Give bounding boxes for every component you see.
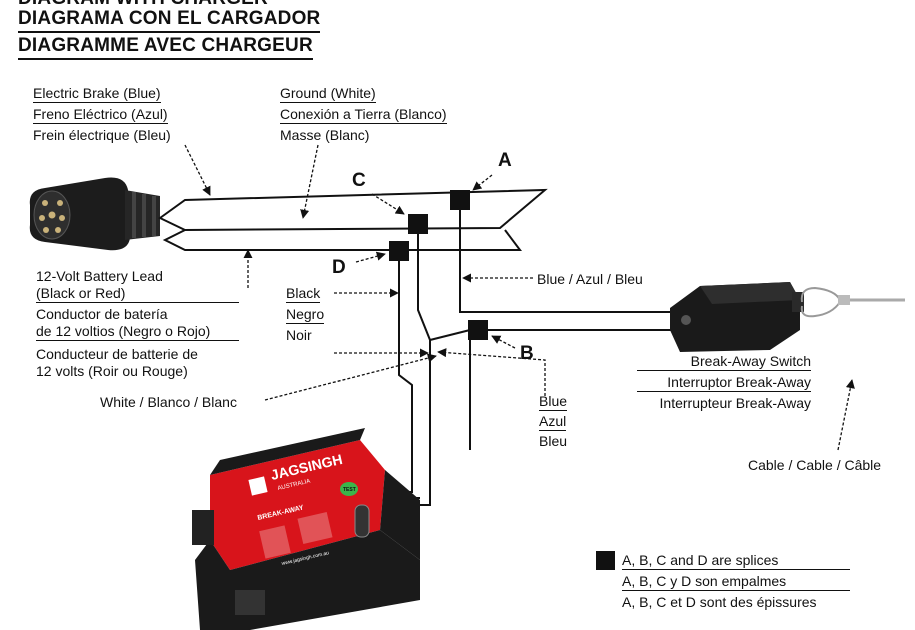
- label-battery-fr-1: Conducteur de batterie de: [36, 346, 198, 362]
- trailer-plug: [29, 177, 160, 251]
- splice-c: [408, 214, 428, 234]
- label-ground-en: Ground (White): [280, 85, 376, 103]
- splice-a: [450, 190, 470, 210]
- label-white: White / Blanco / Blanc: [100, 394, 237, 410]
- label-cable: Cable / Cable / Câble: [748, 457, 882, 473]
- leader-lines: [184, 144, 855, 451]
- title-english: DIAGRAM WITH CHARGER: [18, 0, 268, 10]
- splice-label-c: C: [352, 170, 366, 191]
- splice-b: [468, 320, 488, 340]
- splice-label-a: A: [498, 150, 512, 171]
- break-away-switch: [670, 282, 905, 352]
- title-french: DIAGRAMME AVEC CHARGEUR: [18, 35, 313, 60]
- label-battery-es-1: Conductor de batería: [36, 306, 168, 322]
- label-blue-en: Blue: [539, 393, 568, 411]
- label-battery-es-2: de 12 voltios (Negro o Rojo): [36, 322, 239, 341]
- legend-splice-marker: [596, 551, 615, 570]
- label-black-en: Black: [286, 285, 321, 303]
- cable-sheath: [158, 188, 548, 251]
- legend-en: A, B, C and D are splices: [622, 551, 850, 570]
- splice-label-b: B: [520, 343, 534, 364]
- label-battery-en-1: 12-Volt Battery Lead: [36, 268, 163, 284]
- break-away-unit: JAGSINGH AUSTRALIA BREAK-AWAY www.jagsin…: [192, 428, 420, 630]
- unit-test: TEST: [343, 487, 356, 493]
- label-ground-fr: Masse (Blanc): [280, 127, 370, 143]
- label-black-es: Negro: [286, 306, 325, 324]
- label-blue-inline: Blue / Azul / Bleu: [537, 271, 643, 287]
- label-ground-es: Conexión a Tierra (Blanco): [280, 106, 447, 124]
- legend-es: A, B, C y D son empalmes: [622, 572, 850, 591]
- legend-fr: A, B, C et D sont des épissures: [622, 594, 817, 610]
- title-spanish: DIAGRAMA CON EL CARGADOR: [18, 8, 321, 33]
- label-switch-es: Interruptor Break-Away: [637, 373, 811, 392]
- label-switch-en: Break-Away Switch: [637, 352, 811, 371]
- label-black-fr: Noir: [286, 327, 312, 343]
- label-brake-es: Freno Eléctrico (Azul): [33, 106, 168, 124]
- label-battery-fr-2: 12 volts (Roir ou Rouge): [36, 363, 188, 379]
- label-brake-en: Electric Brake (Blue): [33, 85, 161, 103]
- label-blue-fr: Bleu: [539, 433, 568, 449]
- label-brake-fr: Frein électrique (Bleu): [33, 127, 171, 143]
- splice-d: [389, 241, 409, 261]
- label-battery-en-2: (Black or Red): [36, 284, 239, 303]
- label-switch-fr: Interrupteur Break-Away: [659, 395, 811, 411]
- splice-label-d: D: [332, 257, 346, 278]
- label-blue-es: Azul: [539, 413, 567, 431]
